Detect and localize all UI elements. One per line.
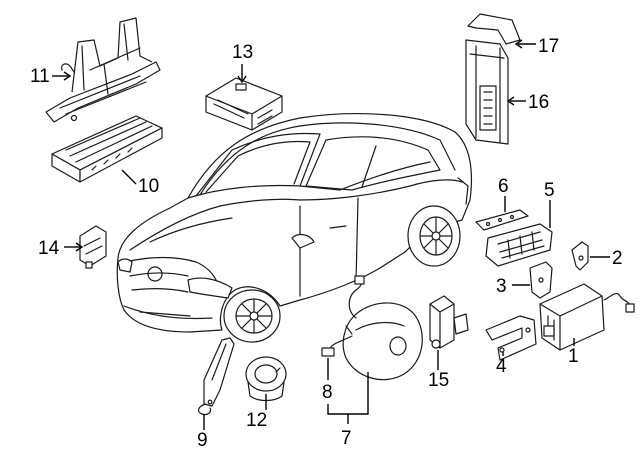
- part-9-side-airbag: [197, 337, 235, 416]
- callout-15: 15: [428, 370, 449, 391]
- callout-9: 9: [197, 430, 208, 451]
- part-12-clock-spring: [245, 356, 287, 402]
- callout-13: 13: [232, 42, 253, 63]
- part-17-cover: [467, 13, 521, 45]
- part-8-cable: [321, 275, 365, 357]
- part-3-bracket: [529, 261, 553, 299]
- callout-6: 6: [498, 176, 509, 197]
- part-1-airbag-module: [539, 283, 635, 351]
- callout-5: 5: [544, 180, 555, 201]
- callout-4: 4: [496, 356, 507, 377]
- callout-16: 16: [528, 92, 549, 113]
- leader-10: [121, 169, 137, 185]
- part-13-control-module: [205, 77, 283, 131]
- callout-8: 8: [322, 382, 333, 403]
- callout-10: 10: [138, 176, 159, 197]
- callout-17: 17: [538, 36, 559, 57]
- callout-2: 2: [612, 248, 623, 269]
- part-2-bracket: [571, 241, 589, 271]
- part-16-module: [465, 39, 509, 145]
- part-6-strip: [475, 209, 529, 231]
- part-5-vent: [485, 223, 553, 267]
- callout-12: 12: [246, 410, 267, 431]
- leader-7: [327, 372, 369, 424]
- convertible-car: [116, 113, 473, 343]
- part-4-bracket: [485, 315, 537, 361]
- part-7-steering-airbag: [342, 302, 423, 381]
- callout-14: 14: [38, 238, 60, 259]
- callout-11: 11: [30, 66, 50, 87]
- callout-1: 1: [568, 346, 579, 367]
- callout-3: 3: [496, 276, 507, 297]
- callout-7: 7: [341, 428, 352, 449]
- part-14-sensor: [79, 225, 107, 269]
- part-10-sensor-strip: [51, 115, 163, 183]
- part-11-bracket: [45, 17, 161, 123]
- part-15-sensor: [429, 295, 469, 349]
